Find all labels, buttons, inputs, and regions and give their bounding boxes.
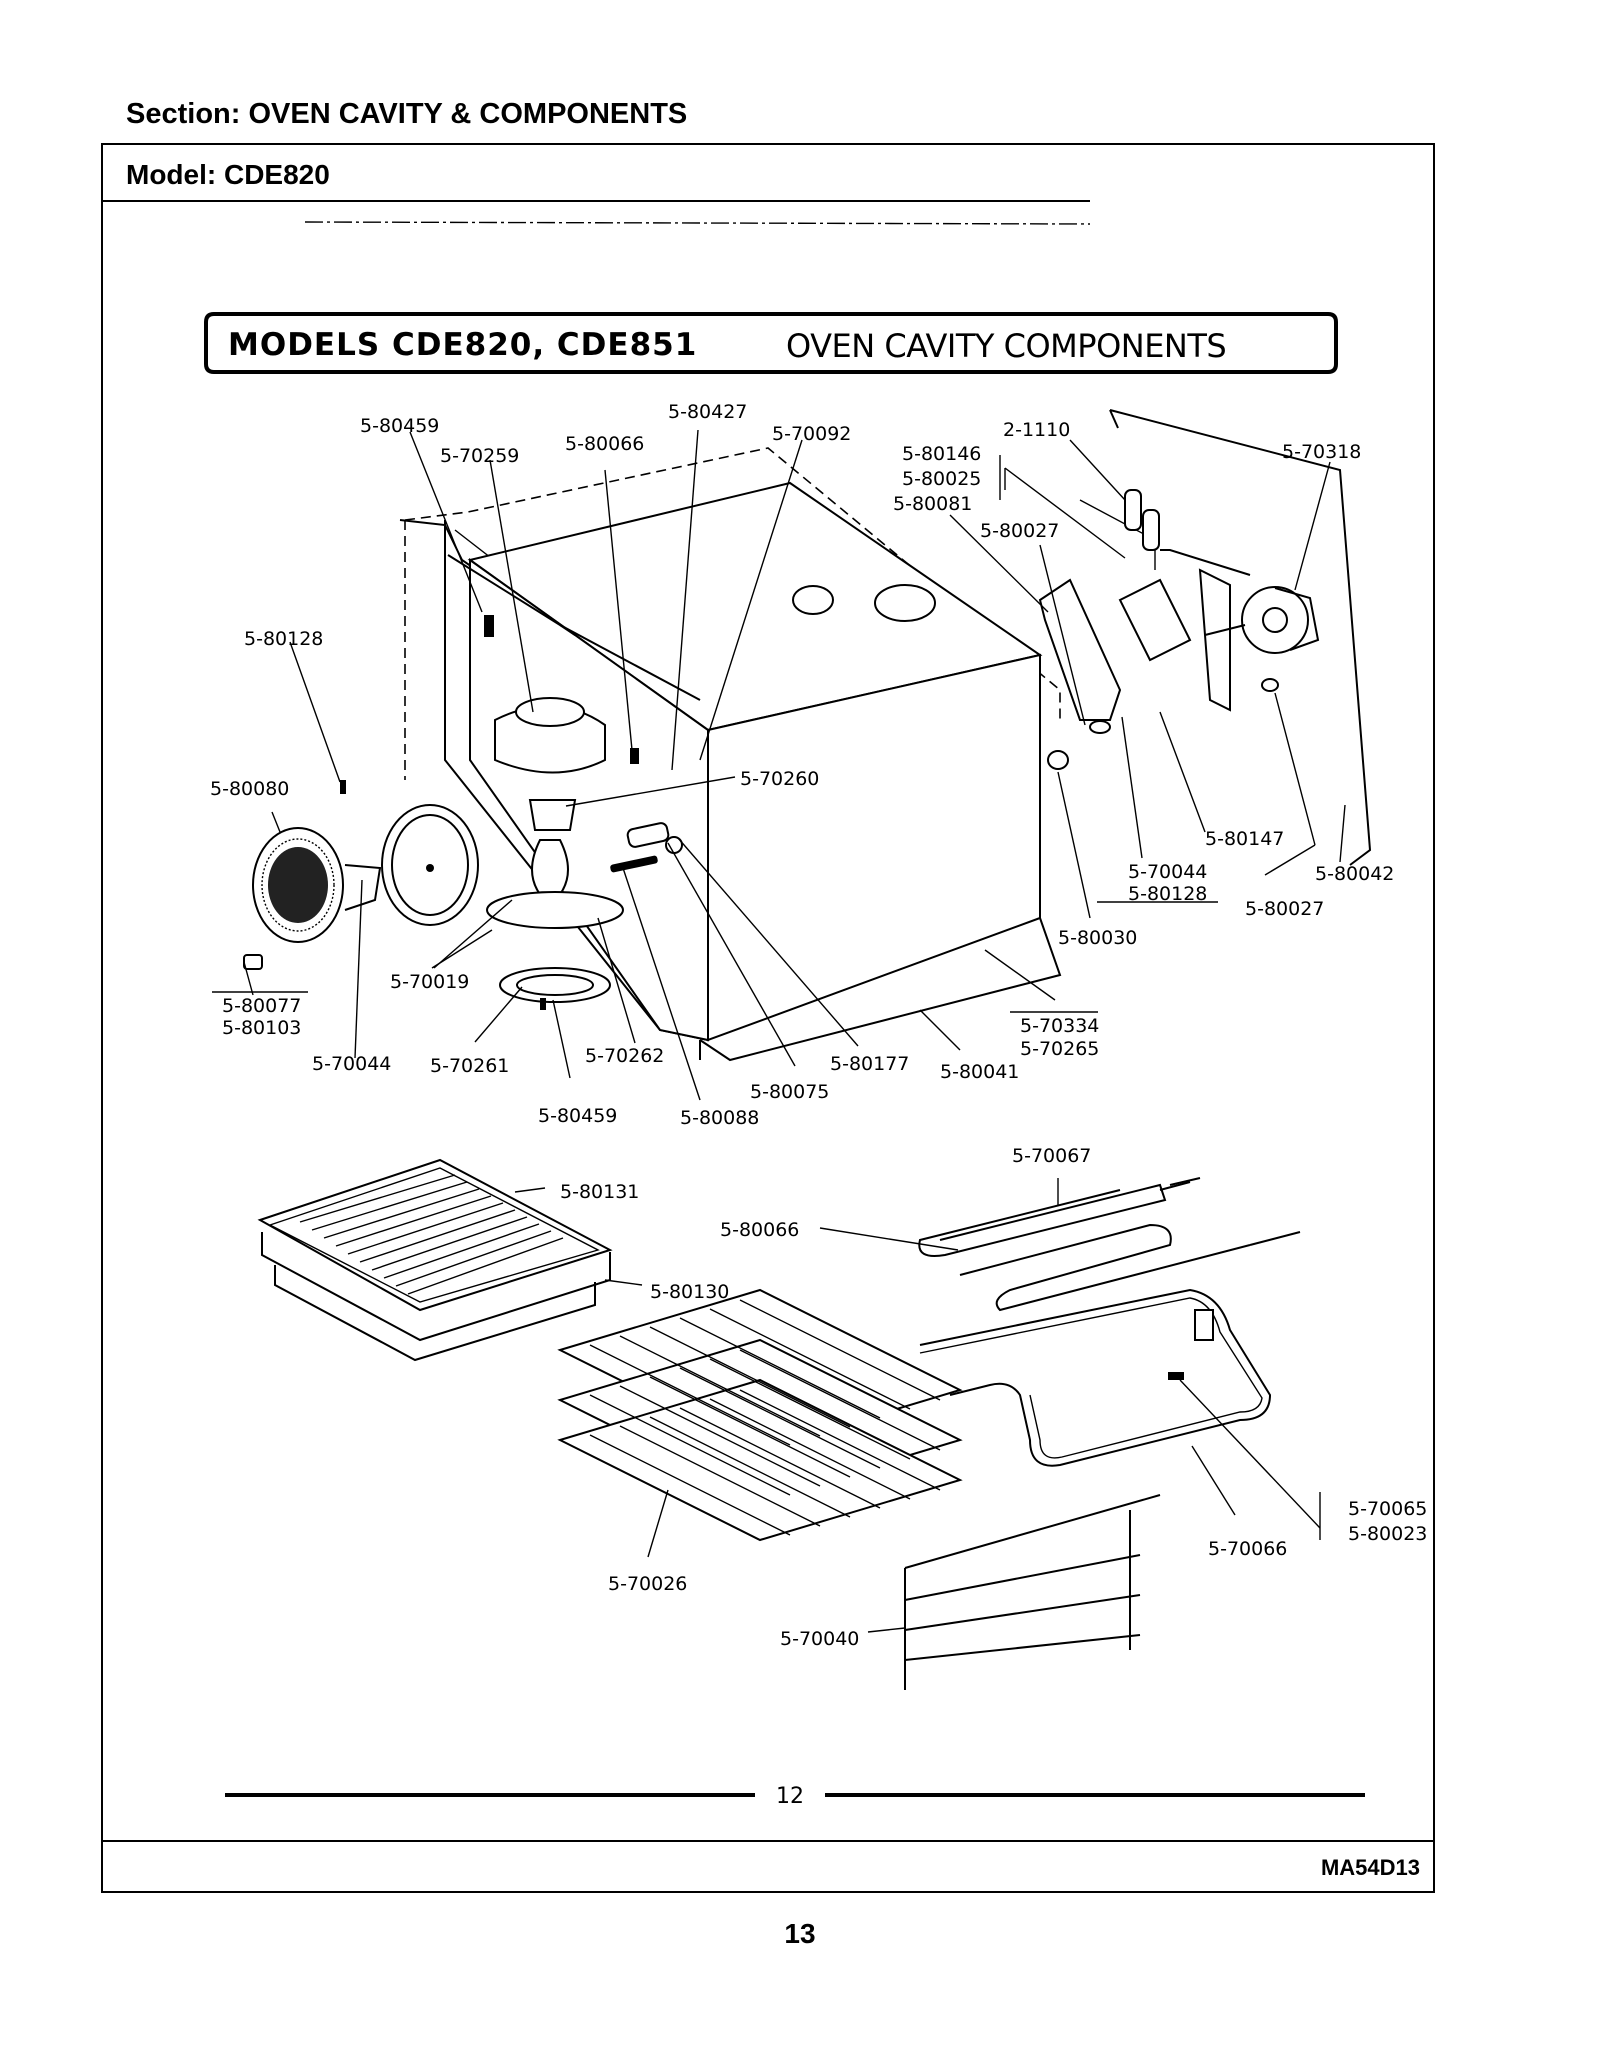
rack-guide: [904, 1494, 1161, 1690]
bake-element: [919, 1288, 1272, 1467]
oven-racks: [557, 1288, 963, 1542]
model-title: Model: CDE820: [126, 159, 330, 190]
part-label: 5-80027: [1245, 898, 1324, 920]
part-label: 5-80080: [210, 778, 289, 800]
part-label: 5-80147: [1205, 828, 1284, 850]
part-label: 5-80042: [1315, 863, 1394, 885]
part-labels: 5-80459 5-70259 5-80066 5-80427 5-70092 …: [210, 401, 1427, 1650]
part-label: 5-80459: [538, 1105, 617, 1127]
part-label: 5-80027: [980, 520, 1059, 542]
leader-lines: [212, 429, 1346, 1633]
scan-rule: [304, 221, 1091, 225]
part-label: 5-70334: [1020, 1015, 1099, 1037]
part-label: 5-80081: [893, 493, 972, 515]
convection-fan-assembly: [1038, 489, 1320, 770]
part-label: 5-70092: [772, 423, 851, 445]
part-label: 5-70259: [440, 445, 519, 467]
part-label: 5-70260: [740, 768, 819, 790]
part-label: 5-80146: [902, 443, 981, 465]
part-label: 5-70044: [1128, 861, 1207, 883]
section-title: Section: OVEN CAVITY & COMPONENTS: [126, 98, 688, 130]
banner-component-group: OVEN CAVITY COMPONENTS: [786, 327, 1226, 365]
part-label: 5-80131: [560, 1181, 639, 1203]
part-label: 5-70019: [390, 971, 469, 993]
part-label: 5-80103: [222, 1017, 301, 1039]
part-label: 5-80130: [650, 1281, 729, 1303]
part-label: 5-80041: [940, 1061, 1019, 1083]
page-number: 13: [784, 1918, 816, 1949]
part-label: 5-70026: [608, 1573, 687, 1595]
part-label: 5-70065: [1348, 1498, 1427, 1520]
part-label: 5-80427: [668, 401, 747, 423]
part-label: 5-70044: [312, 1053, 391, 1075]
part-label: 5-70066: [1208, 1538, 1287, 1560]
part-label: 2-1110: [1003, 419, 1070, 441]
inner-page-number: 12: [776, 1784, 804, 1809]
content-frame: [101, 143, 1435, 1893]
part-label: 5-80066: [720, 1219, 799, 1241]
part-label: 5-80025: [902, 468, 981, 490]
part-label: 5-80030: [1058, 927, 1137, 949]
rear-panel: [1109, 409, 1372, 866]
rear-fan-and-cover: [243, 780, 479, 970]
diagram-banner: MODELS CDE820, CDE851 OVEN CAVITY COMPON…: [204, 312, 1338, 374]
inner-page-rule: 12: [225, 1784, 1365, 1809]
part-label: 5-80075: [750, 1081, 829, 1103]
banner-models: MODELS CDE820, CDE851: [228, 327, 697, 363]
part-label: 5-80177: [830, 1053, 909, 1075]
document-code: MA54D13: [1320, 1855, 1420, 1880]
part-label: 5-70261: [430, 1055, 509, 1077]
part-label: 5-80088: [680, 1107, 759, 1129]
broil-pan-and-grid: [257, 1158, 613, 1362]
frame-footer-rule: [101, 1840, 1435, 1842]
part-label: 5-70265: [1020, 1038, 1099, 1060]
part-label: 5-80128: [244, 628, 323, 650]
part-label: 5-70040: [780, 1628, 859, 1650]
part-label: 5-80077: [222, 995, 301, 1017]
part-label: 5-80128: [1128, 883, 1207, 905]
part-label: 5-80023: [1348, 1523, 1427, 1545]
part-label: 5-70318: [1282, 441, 1361, 463]
part-label: 5-80459: [360, 415, 439, 437]
broil-element: [918, 1177, 1301, 1312]
part-label: 5-70067: [1012, 1145, 1091, 1167]
part-label: 5-80066: [565, 433, 644, 455]
part-label: 5-70262: [585, 1045, 664, 1067]
